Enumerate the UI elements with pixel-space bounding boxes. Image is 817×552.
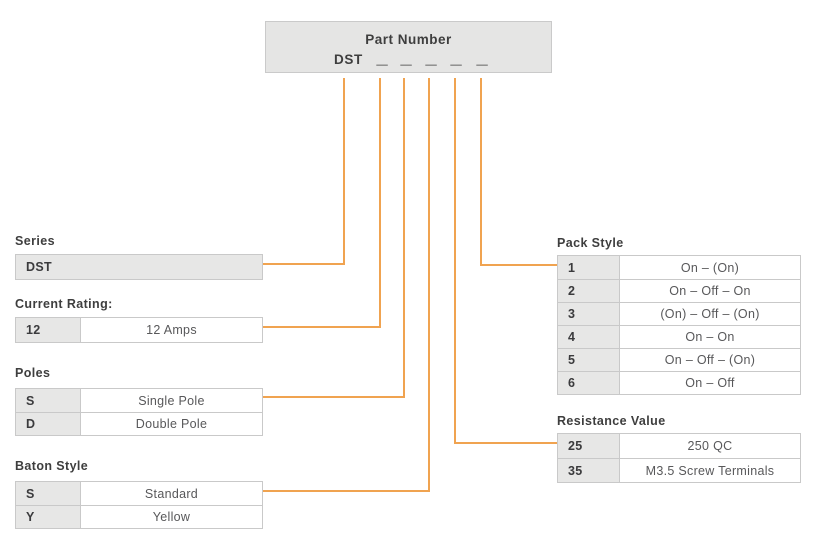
- resistance-value-25: 250 QC: [620, 434, 800, 458]
- pack-value-4: On – On: [620, 326, 800, 348]
- part-number-blank-1: _: [376, 46, 388, 68]
- table-row: 12 12 Amps: [16, 318, 262, 342]
- table-row: 4 On – On: [558, 325, 800, 348]
- current-rating-value: 12 Amps: [81, 318, 262, 342]
- pack-key-2: 2: [558, 280, 620, 302]
- part-number-box: Part Number DST _ _ _ _ _: [265, 21, 552, 73]
- baton-style-label: Baton Style: [15, 459, 89, 473]
- connector-baton-style: [263, 78, 430, 492]
- pack-key-1: 1: [558, 256, 620, 279]
- baton-key-s: S: [16, 482, 81, 505]
- resistance-value-label: Resistance Value: [557, 414, 666, 428]
- pack-key-4: 4: [558, 326, 620, 348]
- resistance-key-25: 25: [558, 434, 620, 458]
- table-row: 5 On – Off – (On): [558, 348, 800, 371]
- table-row: 6 On – Off: [558, 371, 800, 394]
- table-row: S Standard: [16, 482, 262, 505]
- pack-key-5: 5: [558, 349, 620, 371]
- baton-style-table: S Standard Y Yellow: [15, 481, 263, 529]
- connector-pack-style: [480, 78, 557, 266]
- resistance-value-35: M3.5 Screw Terminals: [620, 459, 800, 482]
- pack-value-5: On – Off – (On): [620, 349, 800, 371]
- part-number-title: Part Number: [365, 32, 452, 47]
- current-rating-table: 12 12 Amps: [15, 317, 263, 343]
- baton-value-s: Standard: [81, 482, 262, 505]
- pack-style-table: 1 On – (On) 2 On – Off – On 3 (On) – Off…: [557, 255, 801, 395]
- series-key: DST: [16, 255, 262, 279]
- current-rating-key: 12: [16, 318, 81, 342]
- poles-key-d: D: [16, 413, 81, 435]
- connector-poles: [263, 78, 405, 398]
- poles-label: Poles: [15, 366, 51, 380]
- current-rating-label: Current Rating:: [15, 297, 113, 311]
- table-row: 3 (On) – Off – (On): [558, 302, 800, 325]
- pack-key-3: 3: [558, 303, 620, 325]
- pack-style-label: Pack Style: [557, 236, 624, 250]
- connector-series: [263, 78, 345, 265]
- pack-value-2: On – Off – On: [620, 280, 800, 302]
- part-number-blank-4: _: [450, 46, 462, 68]
- table-row: D Double Pole: [16, 412, 262, 435]
- connector-resistance-value: [454, 78, 557, 444]
- pack-value-6: On – Off: [620, 372, 800, 394]
- part-number-blank-5: _: [476, 46, 488, 68]
- part-number-prefix: DST: [334, 52, 363, 67]
- part-number-blank-3: _: [425, 46, 437, 68]
- poles-value-s: Single Pole: [81, 389, 262, 412]
- table-row: 25 250 QC: [558, 434, 800, 458]
- series-table: DST: [15, 254, 263, 280]
- baton-key-y: Y: [16, 506, 81, 528]
- poles-value-d: Double Pole: [81, 413, 262, 435]
- baton-value-y: Yellow: [81, 506, 262, 528]
- resistance-value-table: 25 250 QC 35 M3.5 Screw Terminals: [557, 433, 801, 483]
- pack-value-1: On – (On): [620, 256, 800, 279]
- table-row: 2 On – Off – On: [558, 279, 800, 302]
- table-row: Y Yellow: [16, 505, 262, 528]
- series-label: Series: [15, 234, 55, 248]
- poles-key-s: S: [16, 389, 81, 412]
- connector-current-rating: [263, 78, 381, 328]
- pack-key-6: 6: [558, 372, 620, 394]
- part-number-blank-2: _: [400, 46, 412, 68]
- table-row: 35 M3.5 Screw Terminals: [558, 458, 800, 482]
- table-row: 1 On – (On): [558, 256, 800, 279]
- resistance-key-35: 35: [558, 459, 620, 482]
- table-row: DST: [16, 255, 262, 279]
- table-row: S Single Pole: [16, 389, 262, 412]
- pack-value-3: (On) – Off – (On): [620, 303, 800, 325]
- poles-table: S Single Pole D Double Pole: [15, 388, 263, 436]
